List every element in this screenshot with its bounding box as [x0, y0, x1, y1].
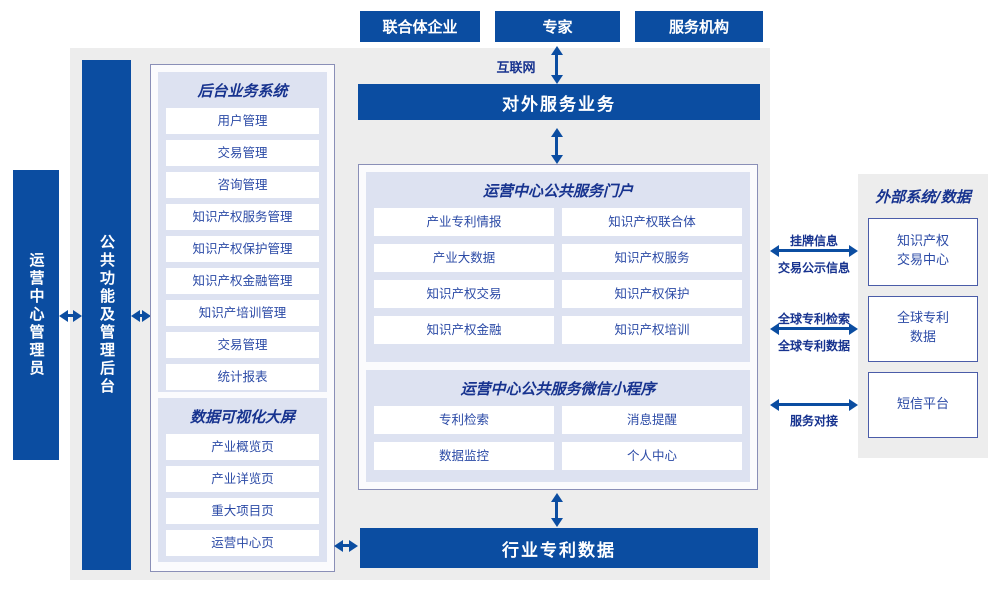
portal-item: 知识产权交易 [374, 280, 554, 308]
link-label-global-patent-data: 全球专利数据 [777, 339, 850, 353]
internet-label: 互联网 [496, 61, 536, 76]
module-item: 知识产权保护管理 [166, 236, 319, 262]
admin-label: 运营中心管理员 [27, 252, 46, 378]
external-box-global-patent-data: 全球专利 数据 [868, 296, 978, 362]
arrow-backendbar-panel [131, 309, 151, 322]
link-label-service-connect: 服务对接 [789, 414, 838, 428]
portal-title: 运营中心公共服务门户 [482, 182, 633, 200]
actor-service-organizations: 服务机构 [635, 11, 763, 42]
miniprogram-item: 数据监控 [374, 442, 554, 470]
module-item: 重大项目页 [166, 498, 319, 524]
miniprogram-item: 专利检索 [374, 406, 554, 434]
module-item: 用户管理 [166, 108, 319, 134]
module-item: 知识产培训管理 [166, 300, 319, 326]
module-item: 咨询管理 [166, 172, 319, 198]
actor-label: 联合体企业 [382, 18, 458, 36]
module-item: 知识产权服务管理 [166, 204, 319, 230]
external-service-label: 对外服务业务 [502, 94, 616, 115]
portal-item: 知识产权培训 [562, 316, 742, 344]
portal-item: 产业大数据 [374, 244, 554, 272]
arrow-actors-externalservice [550, 46, 563, 84]
external-box-ip-trade-center: 知识产权 交易中心 [868, 218, 978, 286]
admin-sidebar: 运营中心管理员 [13, 170, 59, 460]
backend-functions-bar: 公共功能及管理后台 [82, 60, 131, 570]
link-label-trade-publicity: 交易公示信息 [777, 261, 850, 275]
industry-patent-data-bar: 行业专利数据 [360, 528, 758, 568]
visualization-title: 数据可视化大屏 [189, 408, 295, 426]
miniprogram-panel: 运营中心公共服务微信小程序 专利检索 消息提醒 数据监控 个人中心 [366, 370, 750, 482]
arrow-admin-backend [59, 309, 82, 322]
external-box-line: 短信平台 [896, 396, 949, 412]
actor-experts: 专家 [495, 11, 620, 42]
portal-item: 产业专利情报 [374, 208, 554, 236]
portal-panel: 运营中心公共服务门户 产业专利情报 知识产权联合体 产业大数据 知识产权服务 知… [366, 172, 750, 362]
external-box-line: 数据 [909, 330, 936, 345]
miniprogram-title: 运营中心公共服务微信小程序 [460, 380, 656, 398]
external-systems-title: 外部系统/数据 [875, 188, 971, 206]
miniprogram-item: 个人中心 [562, 442, 742, 470]
arrow-ip-trade-center [770, 244, 858, 257]
miniprogram-item: 消息提醒 [562, 406, 742, 434]
arrow-global-patent-data [770, 322, 858, 335]
module-item: 统计报表 [166, 364, 319, 390]
external-box-line: 知识产权 [896, 234, 949, 250]
module-item: 运营中心页 [166, 530, 319, 556]
external-box-line: 交易中心 [896, 253, 949, 268]
portal-item: 知识产权保护 [562, 280, 742, 308]
module-item: 交易管理 [166, 332, 319, 358]
link-label-global-patent-search: 全球专利检索 [777, 312, 850, 326]
portal-grid: 产业专利情报 知识产权联合体 产业大数据 知识产权服务 知识产权交易 知识产权保… [374, 208, 742, 344]
module-item: 产业详览页 [166, 466, 319, 492]
portal-item: 知识产权服务 [562, 244, 742, 272]
module-item: 交易管理 [166, 140, 319, 166]
external-service-bar: 对外服务业务 [358, 84, 760, 120]
actor-label: 服务机构 [668, 18, 729, 36]
backend-system-panel: 后台业务系统 用户管理 交易管理 咨询管理 知识产权服务管理 知识产权保护管理 … [158, 72, 327, 392]
arrow-externalservice-portal [550, 128, 563, 164]
arrow-panel-industrydata [550, 493, 563, 527]
industry-patent-data-label: 行业专利数据 [502, 540, 616, 561]
actor-consortium-enterprises: 联合体企业 [360, 11, 480, 42]
module-item: 知识产权金融管理 [166, 268, 319, 294]
portal-item: 知识产权联合体 [562, 208, 742, 236]
module-item: 产业概览页 [166, 434, 319, 460]
arrow-visualization-industrydata [334, 539, 358, 552]
external-box-sms-platform: 短信平台 [868, 372, 978, 438]
actor-label: 专家 [542, 18, 573, 36]
portal-item: 知识产权金融 [374, 316, 554, 344]
visualization-panel: 数据可视化大屏 产业概览页 产业详览页 重大项目页 运营中心页 [158, 398, 327, 562]
arrow-sms-platform [770, 398, 858, 411]
link-label-listing-info: 挂牌信息 [789, 234, 838, 248]
miniprogram-grid: 专利检索 消息提醒 数据监控 个人中心 [374, 406, 742, 470]
backend-system-title: 后台业务系统 [197, 82, 288, 100]
external-box-line: 全球专利 [896, 311, 949, 327]
backend-bar-label: 公共功能及管理后台 [98, 234, 116, 396]
